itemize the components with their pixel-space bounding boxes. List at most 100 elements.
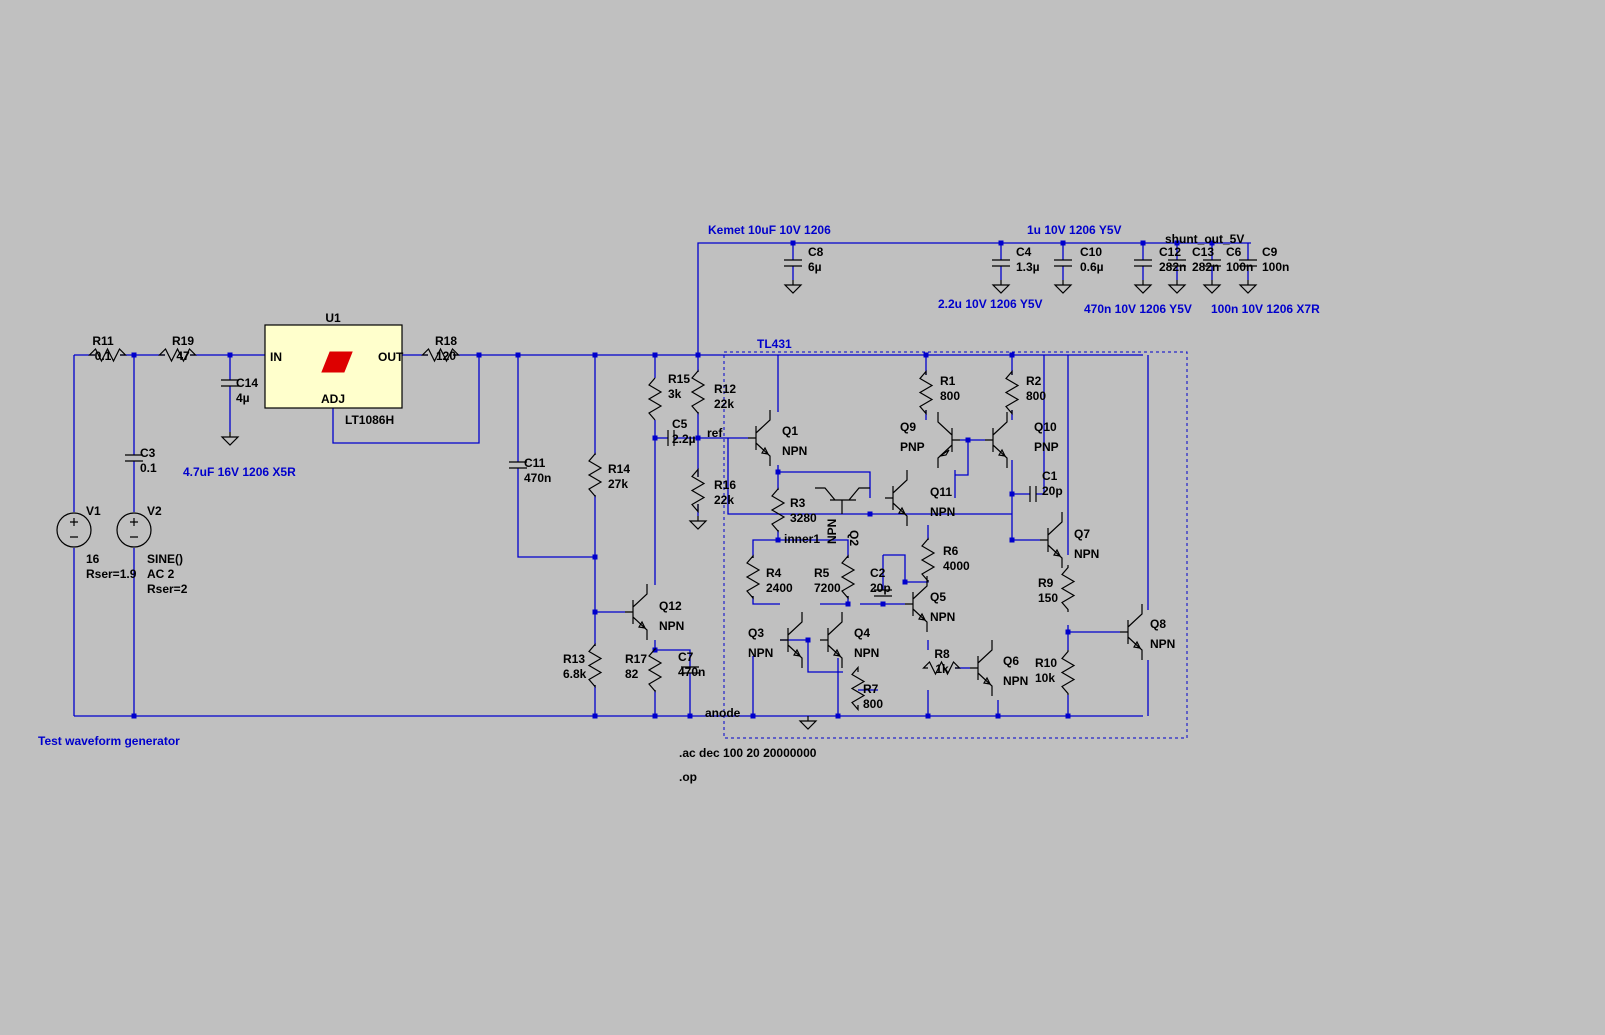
q10-transistor[interactable] — [985, 412, 1008, 468]
junction-dot — [1065, 713, 1071, 719]
q8-type: NPN — [1150, 637, 1175, 651]
q3-transistor[interactable] — [780, 612, 803, 668]
junction-dot — [965, 437, 971, 443]
r16-resistor[interactable] — [690, 467, 706, 514]
junction-dot — [1009, 491, 1015, 497]
q5-transistor[interactable] — [905, 576, 928, 632]
r15-resistor[interactable] — [647, 377, 663, 421]
q1-type: NPN — [782, 444, 807, 458]
c12-note: 470n 10V 1206 Y5V — [1084, 302, 1192, 316]
r15-label: R15 — [668, 372, 690, 386]
c14-note: 4.7uF 16V 1206 X5R — [183, 465, 296, 479]
c5-label: C5 — [672, 417, 688, 431]
q8-transistor[interactable] — [1120, 604, 1143, 660]
shunt-out-net-label: shunt_out_5V — [1165, 232, 1244, 246]
q5-type: NPN — [930, 610, 955, 624]
r10-resistor[interactable] — [1060, 650, 1076, 695]
r12-resistor[interactable] — [690, 369, 706, 415]
q9-transistor[interactable] — [937, 412, 960, 468]
q4-transistor[interactable] — [820, 612, 843, 668]
r9-label: R9 — [1038, 576, 1054, 590]
q11-transistor[interactable] — [885, 470, 908, 526]
c1-capacitor[interactable] — [1029, 486, 1037, 502]
r18-resistor[interactable] — [421, 347, 460, 363]
r1-resistor[interactable] — [918, 369, 934, 416]
q1-transistor[interactable] — [748, 410, 771, 466]
q6-transistor[interactable] — [970, 640, 993, 696]
ground-icon — [991, 280, 1011, 294]
r18-value: 120 — [436, 349, 456, 363]
q7-label: Q7 — [1074, 527, 1090, 541]
c14-capacitor[interactable] — [221, 379, 239, 387]
q7-transistor[interactable] — [1040, 512, 1063, 568]
q2-transistor[interactable] — [815, 487, 870, 514]
junction-dot — [592, 713, 598, 719]
r11-resistor[interactable] — [88, 347, 127, 363]
r8-value: 1k — [935, 662, 949, 676]
c11-label: C11 — [524, 456, 546, 470]
junction-dot — [835, 713, 841, 719]
junction-dot — [592, 352, 598, 358]
q7-type: NPN — [1074, 547, 1099, 561]
r17-resistor[interactable] — [647, 647, 663, 693]
c6-capacitor[interactable] — [1203, 259, 1221, 267]
lt-logo-icon — [321, 351, 353, 373]
ground-icon — [1133, 280, 1153, 294]
q4-type: NPN — [854, 646, 879, 660]
c13-value: 282n — [1192, 260, 1219, 274]
r7-resistor[interactable] — [850, 665, 866, 712]
q3-label: Q3 — [748, 626, 764, 640]
q9-arrow-icon — [939, 449, 950, 457]
q3-arrow-icon — [793, 648, 802, 657]
r13-resistor[interactable] — [587, 642, 603, 689]
r2-resistor[interactable] — [1004, 369, 1020, 416]
c13-capacitor[interactable] — [1168, 259, 1186, 267]
c10-capacitor[interactable] — [1054, 259, 1072, 267]
r6-label: R6 — [943, 544, 959, 558]
r9-resistor[interactable] — [1060, 565, 1076, 612]
junction-dot — [695, 352, 701, 358]
test-generator-note: Test waveform generator — [38, 734, 180, 748]
wires — [73, 240, 1251, 719]
c9-capacitor[interactable] — [1239, 259, 1257, 267]
q11-type: NPN — [930, 505, 955, 519]
junction-dot — [867, 511, 873, 517]
c11-capacitor[interactable] — [509, 461, 527, 469]
c8-value: 6µ — [808, 260, 822, 274]
r14-resistor[interactable] — [587, 452, 603, 498]
r5-resistor[interactable] — [840, 554, 856, 600]
junction-dot — [687, 713, 693, 719]
r12-label: R12 — [714, 382, 736, 396]
v1-source[interactable] — [56, 512, 92, 548]
c5-capacitor[interactable] — [667, 430, 675, 446]
ground-icon — [798, 716, 818, 730]
r19-resistor[interactable] — [158, 347, 197, 363]
r19-value: 47 — [176, 349, 190, 363]
r6-resistor[interactable] — [920, 537, 936, 583]
r4-label: R4 — [766, 566, 782, 580]
r3-resistor[interactable] — [770, 487, 786, 533]
junction-dot — [845, 601, 851, 607]
junction-dot — [695, 435, 701, 441]
r4-resistor[interactable] — [745, 554, 761, 600]
c3-capacitor[interactable] — [125, 454, 143, 462]
wire — [778, 539, 849, 558]
r8-resistor[interactable] — [922, 660, 961, 676]
wire — [752, 530, 779, 558]
c12-capacitor[interactable] — [1134, 259, 1152, 267]
r7-label: R7 — [863, 682, 879, 696]
u1-pin-out: OUT — [378, 350, 404, 364]
junction-dot — [1209, 240, 1215, 246]
q12-transistor[interactable] — [625, 584, 648, 640]
c2-capacitor[interactable] — [874, 589, 892, 597]
q8-label: Q8 — [1150, 617, 1166, 631]
junction-dot — [1009, 537, 1015, 543]
c8-capacitor[interactable] — [784, 259, 802, 267]
c7-capacitor[interactable] — [681, 666, 699, 674]
c12-value: 282n — [1159, 260, 1186, 274]
wire — [654, 640, 691, 667]
u1-label: U1 — [325, 311, 341, 325]
v2-source[interactable] — [116, 512, 152, 548]
c4-capacitor[interactable] — [992, 259, 1010, 267]
